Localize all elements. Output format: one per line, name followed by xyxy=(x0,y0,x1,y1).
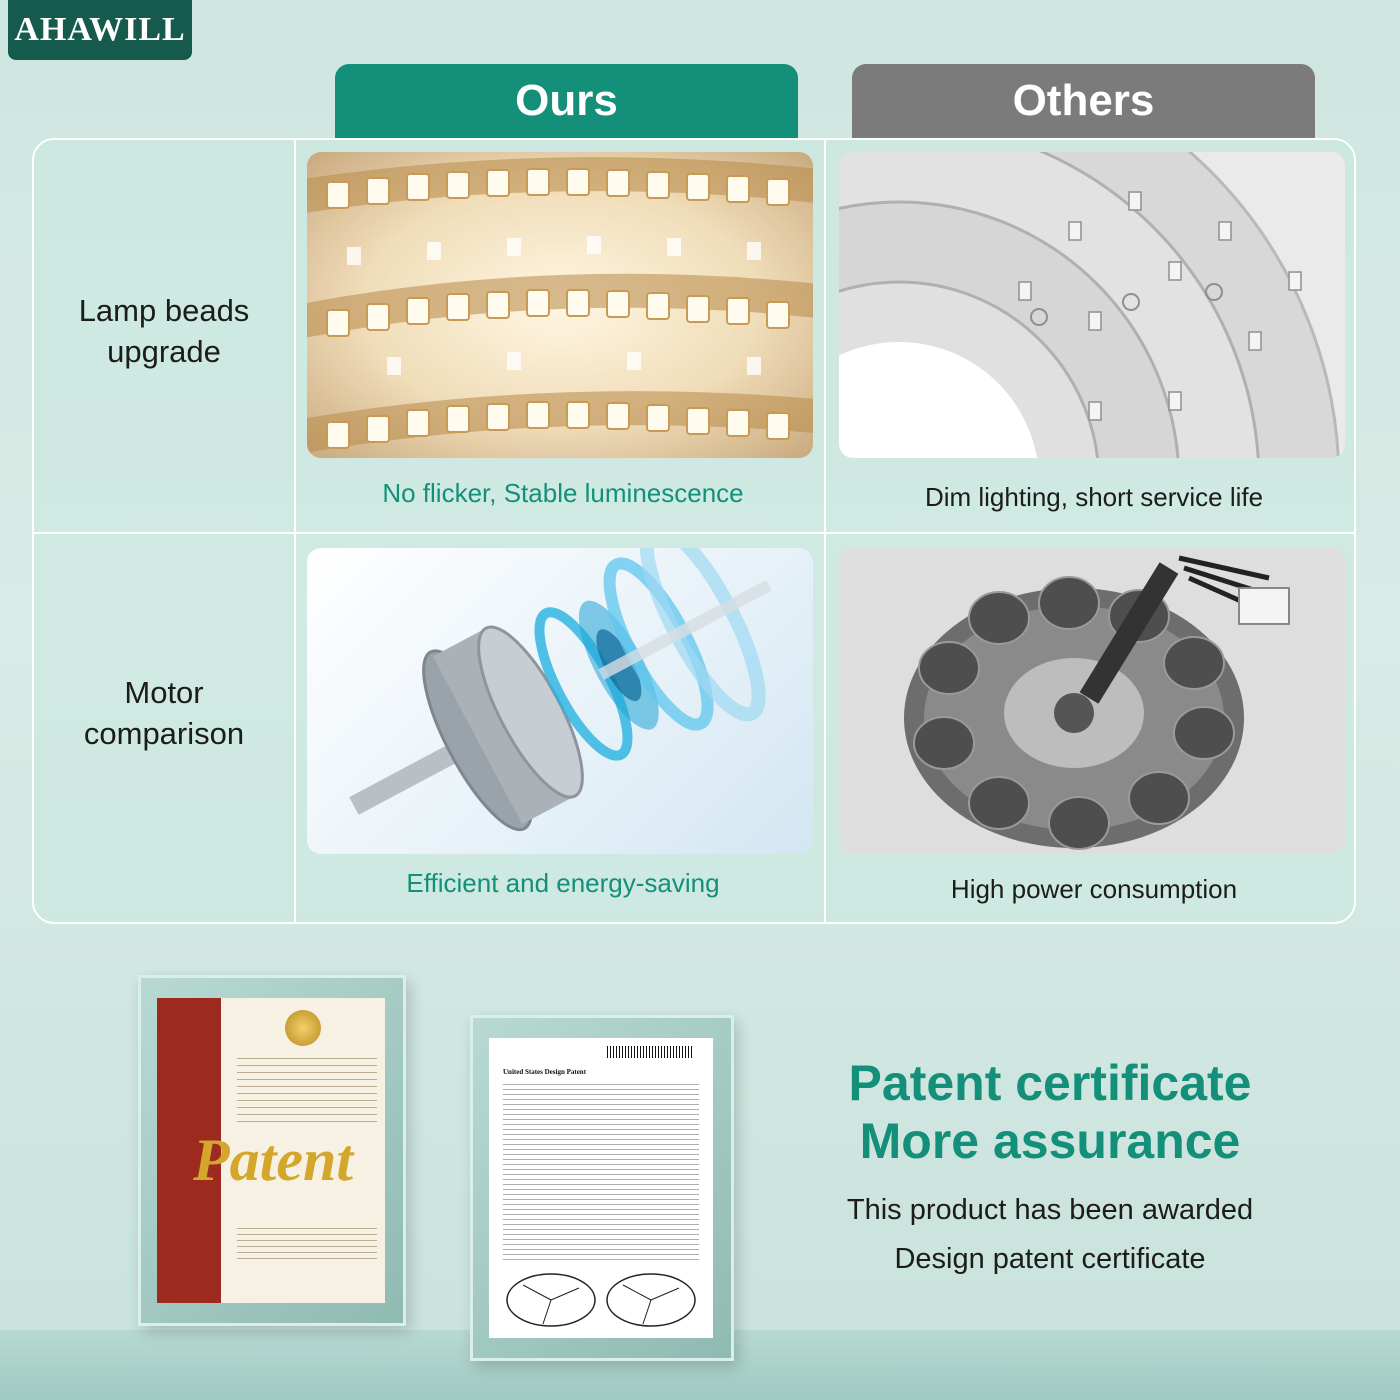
stator-image xyxy=(839,548,1345,854)
caption-others-motor: High power consumption xyxy=(950,874,1238,904)
comparison-table: Lamp beads upgrade xyxy=(32,138,1356,924)
column-header-ours: Ours xyxy=(335,64,798,140)
led-ring-image xyxy=(839,152,1345,458)
table-divider xyxy=(294,140,296,922)
patent-title-line2: More assurance xyxy=(859,1113,1241,1169)
certificate-text-lines xyxy=(237,1228,377,1264)
barcode-icon xyxy=(607,1046,693,1058)
caption-others-lamp: Dim lighting, short service life xyxy=(924,482,1264,512)
patent-title-line1: Patent certificate xyxy=(848,1055,1252,1111)
caption-ours-motor: Efficient and energy-saving xyxy=(406,868,720,898)
fan-drawing-icon xyxy=(506,1273,696,1327)
certificate-text-lines xyxy=(237,1058,377,1128)
led-strip-illustration xyxy=(307,157,813,453)
row-label-line: comparison xyxy=(83,716,245,751)
motor-illustration xyxy=(349,548,772,832)
table-divider xyxy=(824,140,826,922)
document-title: United States Design Patent xyxy=(503,1068,587,1076)
patent-certificate-frame: Patent xyxy=(138,975,406,1326)
row-label-line: Motor xyxy=(124,675,204,710)
patent-subtitle-line1: This product has been awarded xyxy=(846,1194,1254,1226)
patent-document-frame: United States Design Patent xyxy=(470,1015,734,1361)
row-label-lamp-beads: Lamp beads upgrade xyxy=(34,290,294,372)
patent-subtitle-line2: Design patent certificate xyxy=(894,1243,1206,1275)
row-label-line: Lamp beads xyxy=(78,293,250,328)
document-paper: United States Design Patent xyxy=(489,1038,713,1338)
document-text-lines xyxy=(503,1084,699,1264)
led-ring-illustration xyxy=(839,152,1345,458)
column-header-others: Others xyxy=(852,64,1315,140)
row-label-line: upgrade xyxy=(107,334,221,369)
stator-illustration xyxy=(839,548,1345,854)
certificate-paper: Patent xyxy=(157,998,385,1303)
motor-image xyxy=(307,548,813,854)
table-divider xyxy=(34,532,1354,534)
brand-logo: AHAWILL xyxy=(8,0,192,60)
caption-ours-lamp: No flicker, Stable luminescence xyxy=(382,478,744,508)
seal-icon xyxy=(285,1010,321,1046)
row-label-motor: Motor comparison xyxy=(34,672,294,754)
certificate-red-band xyxy=(157,998,221,1303)
led-strip-image xyxy=(307,152,813,458)
certificate-patent-word: Patent xyxy=(193,1127,353,1193)
